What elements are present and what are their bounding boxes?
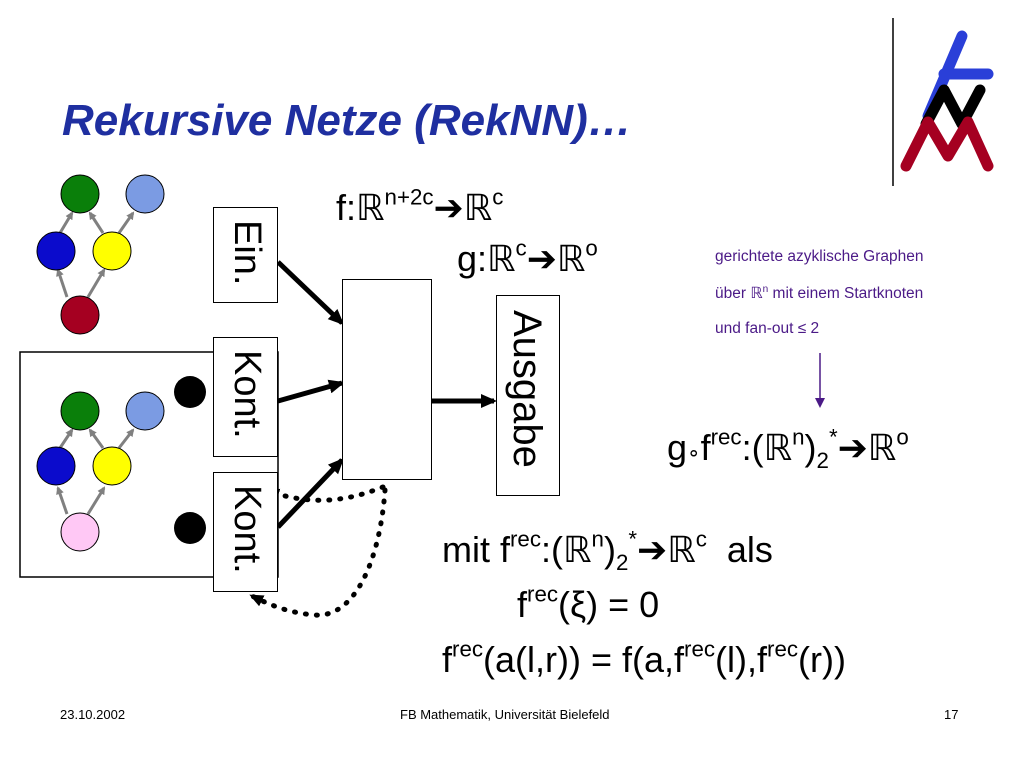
node-green-lower xyxy=(60,391,100,431)
top-dag xyxy=(36,174,165,335)
arrow-ein xyxy=(276,260,345,326)
node-blue-lower xyxy=(36,446,76,486)
formula-recursive-case: frec(a(l,r)) = f(a,frec(l),frec(r)) xyxy=(442,636,846,680)
ein-box: Ein. xyxy=(213,207,278,303)
node-green xyxy=(60,174,100,214)
context-box xyxy=(19,351,279,578)
ausgabe-box: Ausgabe xyxy=(496,295,560,496)
note-line-1: gerichtete azyklische Graphen xyxy=(715,248,924,265)
lower-dag xyxy=(36,376,206,552)
node-lightblue xyxy=(125,174,165,214)
formula-gfrec: g∘frec:(ℝn)2*➔ℝo xyxy=(667,424,909,473)
node-lightblue-lower xyxy=(125,391,165,431)
ein-label: Ein. xyxy=(226,220,268,286)
note-line-2: über ℝn mit einem Startknoten xyxy=(715,283,924,302)
kont-box-lower: Kont. xyxy=(213,472,278,592)
formula-f: f:ℝn+2c➔ℝc xyxy=(336,184,504,228)
footer-center: FB Mathematik, Universität Bielefeld xyxy=(400,707,610,722)
feedback-arrow-lower xyxy=(249,487,388,618)
arrow-kont-upper xyxy=(277,379,345,404)
slide-title: Rekursive Netze (RekNN)… xyxy=(62,96,632,145)
node-pink-lower xyxy=(60,512,100,552)
node-blue xyxy=(36,231,76,271)
ausgabe-label: Ausgabe xyxy=(505,310,549,468)
feedback-arrow-upper xyxy=(265,484,386,503)
node-yellow-lower xyxy=(92,446,132,486)
arrow-kont-lower xyxy=(276,457,345,529)
university-logo xyxy=(900,30,994,172)
formula-base-case: frec(ξ) = 0 xyxy=(517,581,660,625)
footer-date: 23.10.2002 xyxy=(60,707,126,722)
network-box xyxy=(342,279,432,480)
node-black-lower xyxy=(174,512,206,544)
note-line-3: und fan-out ≤ 2 xyxy=(715,320,820,337)
kont-upper-label: Kont. xyxy=(226,350,268,439)
node-root xyxy=(60,295,100,335)
kont-lower-label: Kont. xyxy=(226,485,268,574)
formula-mit: mit frec:(ℝn)2*➔ℝc als xyxy=(442,526,773,575)
footer-page: 17 xyxy=(944,707,959,722)
node-black-upper xyxy=(174,376,206,408)
kont-box-upper: Kont. xyxy=(213,337,278,457)
node-yellow xyxy=(92,231,132,271)
formula-g: g:ℝc➔ℝo xyxy=(457,235,598,279)
